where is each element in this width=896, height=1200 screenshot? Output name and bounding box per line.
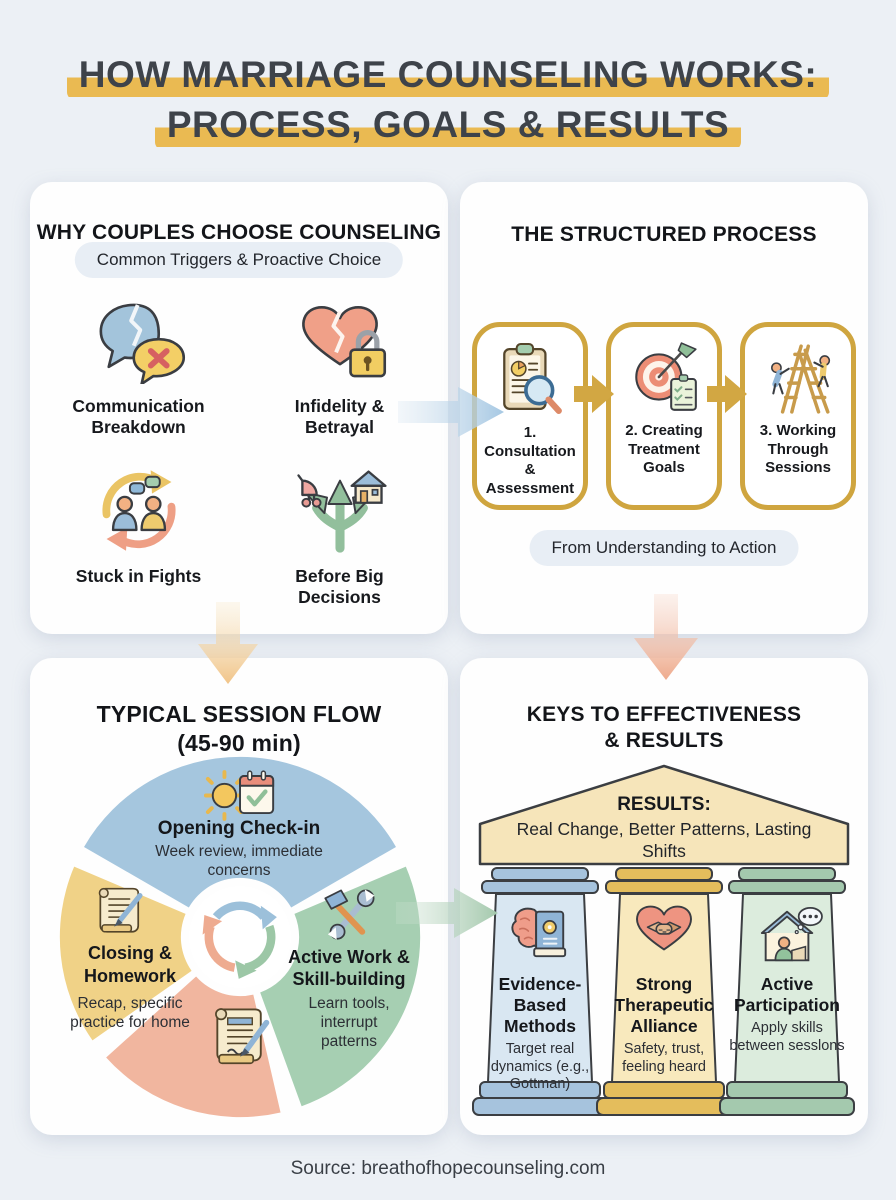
ladders-teamwork-icon	[760, 339, 836, 417]
panel-why-couples: WHY COUPLES CHOOSE COUNSELING Common Tri…	[30, 182, 448, 634]
pillar-title: Evidence-Based Methods	[498, 974, 582, 1036]
pediment-title: RESULTS:	[617, 794, 711, 815]
pillar-alliance: Strong Therapeutic Alliance Safety, trus…	[602, 974, 726, 1076]
process-arrow-2-icon	[707, 372, 747, 416]
why-item-label: Infidelity & Betrayal	[294, 396, 385, 437]
session-heading-line2: (45-90 min)	[177, 730, 301, 757]
process-step-1: 1. Consultation & Assessment	[472, 322, 588, 510]
why-item-infidelity: Infidelity & Betrayal	[239, 290, 440, 460]
page-title-line2: PROCESS, GOALS & RESULTS	[154, 100, 742, 150]
why-item-communication: Communication Breakdown	[38, 290, 239, 460]
segment-desc-opening: Week review, immediate concerns	[155, 843, 323, 879]
heart-handshake-icon	[627, 900, 701, 964]
brain-book-icon	[505, 902, 575, 962]
segment-title-opening: Opening Check-in	[157, 818, 321, 839]
session-heading-line1: TYPICAL SESSION FLOW	[96, 701, 382, 728]
cycle-arrows-icon	[188, 885, 292, 989]
segment-active-work	[260, 866, 421, 1107]
clipboard-magnifier-icon	[494, 339, 566, 419]
panel-keys-results: KEYS TO EFFECTIVENESS & RESULTS	[460, 658, 868, 1135]
why-item-fights: Stuck in Fights	[38, 460, 239, 620]
process-step-label: 2. Creating Treatment Goals	[625, 422, 703, 476]
process-arrow-1-icon	[574, 372, 614, 416]
process-step-3: 3. Working Through Sessions	[740, 322, 856, 510]
keys-heading-line2: & RESULTS	[604, 729, 724, 753]
temple-graphic	[460, 758, 868, 1130]
source-credit: Source: breathofhopecounseling.com	[290, 1158, 606, 1179]
sun-calendar-icon	[203, 768, 279, 823]
process-step-2: 2. Creating Treatment Goals	[606, 322, 722, 510]
why-pill: Common Triggers & Proactive Choice	[74, 242, 404, 278]
process-step-label: 1. Consultation & Assessment	[484, 424, 576, 497]
flow-arrow-down-gold-icon	[196, 602, 260, 686]
process-step-label: 3. Working Through Sessions	[759, 422, 837, 476]
pillar-desc: Target real dynamics (e.g., Gottman)	[490, 1041, 590, 1092]
why-items-grid: Communication Breakdown Infidelity	[38, 290, 440, 620]
page-title: HOW MARRIAGE COUNSELING WORKS: PROCESS, …	[0, 50, 896, 150]
pillar-desc: Safety, trust, feeling heard	[622, 1041, 706, 1075]
pillar-title: Active Participation	[734, 974, 840, 1015]
pillar-title: Strong Therapeutic Alliance	[614, 974, 714, 1036]
target-checklist-icon	[626, 339, 702, 417]
home-practice-icon	[752, 902, 824, 968]
why-item-label: Communication Breakdown	[72, 396, 205, 437]
pillar-evidence: Evidence-Based Methods Target real dynam…	[478, 974, 602, 1094]
flow-arrow-down-salmon-icon	[633, 594, 699, 682]
process-heading: THE STRUCTURED PROCESS	[511, 223, 817, 247]
segment-title-active-work: Active Work & Skill-building	[288, 947, 410, 989]
pillar-participation: Active Participation Apply skills betwee…	[725, 974, 849, 1055]
why-item-label: Before Big Decisions	[295, 566, 384, 607]
page-title-line1: HOW MARRIAGE COUNSELING WORKS:	[66, 50, 830, 100]
segment-closing-homework	[59, 866, 192, 1041]
segment-desc-active-work: Learn tools, interrupt patterns	[308, 995, 390, 1050]
pediment	[478, 764, 850, 866]
pediment-desc: Real Change, Better Patterns, Lasting Sh…	[516, 819, 812, 861]
crossroads-icon	[292, 460, 388, 560]
panel-session-flow: TYPICAL SESSION FLOW (45-90 min)	[30, 658, 448, 1135]
pillar-desc: Apply skills between sesslons	[729, 1020, 845, 1054]
conflict-cycle-icon	[91, 460, 187, 560]
panel-structured-process: THE STRUCTURED PROCESS 1. Consultat	[460, 182, 868, 634]
process-pill: From Understanding to Action	[529, 530, 799, 566]
signed-scroll-icon	[204, 1000, 276, 1068]
process-steps: 1. Consultation & Assessment	[472, 322, 856, 510]
segment-title-closing: Closing & Homework	[83, 943, 177, 986]
hammer-wrench-icon	[318, 886, 380, 944]
broken-heart-lock-icon	[290, 290, 390, 390]
why-heading: WHY COUPLES CHOOSE COUNSELING	[36, 221, 442, 245]
flow-arrow-right-blue-icon	[398, 384, 506, 440]
segment-opening-checkin	[84, 756, 396, 908]
keys-heading-line1: KEYS TO EFFECTIVENESS	[526, 703, 802, 727]
segment-desc-closing: Recap, specific practice for home	[70, 995, 190, 1031]
flow-arrow-right-green-icon	[396, 884, 500, 942]
broken-chat-icon	[89, 290, 189, 390]
scroll-pen-icon	[90, 880, 152, 937]
why-item-label: Stuck in Fights	[75, 566, 202, 586]
why-item-decisions: Before Big Decisions	[239, 460, 440, 620]
